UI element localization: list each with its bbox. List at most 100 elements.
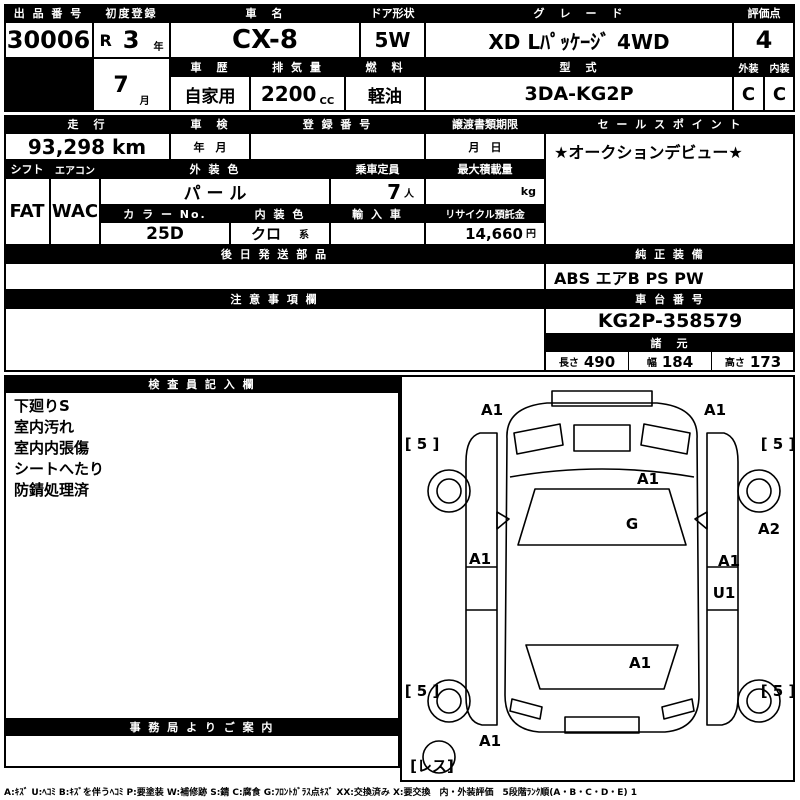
- capacity-label: 乗車定員: [330, 160, 425, 178]
- damage-marker: U1: [713, 584, 736, 602]
- front-left-wheel-inner: [436, 478, 462, 504]
- rear-left-wheel-inner: [436, 688, 462, 714]
- recycle-unit: 円: [526, 229, 536, 240]
- inspector-entry-label: 検 査 員 記 入 欄: [4, 375, 400, 393]
- later-parts-label: 後 日 発 送 部 品: [4, 245, 545, 263]
- damage-marker: A1: [718, 552, 740, 570]
- tire-marker: [ 5 ]: [405, 682, 440, 700]
- tire-marker: [ 5 ]: [761, 435, 793, 453]
- inspector-note: 防錆処理済: [14, 481, 90, 499]
- width-label: 幅: [646, 358, 657, 369]
- capacity-number: 7: [387, 179, 401, 204]
- length-label: 長さ: [558, 358, 579, 369]
- left-side-panel-outline: [465, 432, 498, 726]
- length-value: 490: [583, 352, 616, 371]
- car-name-label: 車 名: [170, 4, 360, 22]
- taillight-outlines: [509, 698, 695, 720]
- later-parts-value: [4, 263, 545, 290]
- front-right-wheel-inner: [746, 478, 772, 504]
- equipment-value: ABS エアB PS PW: [545, 263, 795, 290]
- caution-notes-value: [4, 308, 545, 372]
- history-value: 自家用: [170, 76, 250, 112]
- month-unit: 月: [139, 96, 150, 107]
- aircon-label: エアコン: [50, 160, 100, 178]
- first-registration-label: 初度登録: [93, 4, 170, 22]
- recycle-deposit-value: 14,660 円: [425, 222, 545, 245]
- import-value: [330, 222, 425, 245]
- history-label: 車 歴: [170, 58, 250, 76]
- door-shape-label: ドア形状: [360, 4, 425, 22]
- caution-notes-label: 注 意 事 項 欄: [4, 290, 545, 308]
- month-value: 7: [113, 72, 129, 98]
- registration-number-value: [250, 133, 425, 160]
- interior-grade-value: C: [764, 76, 795, 112]
- year-value: 3: [122, 26, 140, 54]
- lot-filler-cell: [4, 58, 93, 112]
- damage-marker: G: [626, 515, 638, 533]
- damage-marker: A1: [704, 401, 726, 419]
- interior-grade-label: 内装: [764, 58, 795, 76]
- height-value: 173: [749, 352, 782, 371]
- interior-color-suffix: 系: [299, 230, 309, 241]
- rear-right-wheel: [737, 679, 781, 723]
- spec-length: 長さ 490: [546, 352, 628, 371]
- exterior-grade-label: 外装: [733, 58, 764, 76]
- model-label: 型 式: [425, 58, 733, 76]
- fuel-value: 軽油: [345, 76, 425, 112]
- inspector-notes: 下廻りS 室内汚れ 室内内張傷 シートへたり 防錆処理済: [14, 396, 104, 501]
- spec-label: 諸 元: [545, 334, 795, 351]
- mirror-outlines: [496, 511, 708, 530]
- interior-color-label: 内 装 色: [230, 205, 330, 222]
- era-value: R: [99, 30, 112, 50]
- front-left-wheel: [427, 469, 471, 513]
- front-plate-outline: [551, 390, 653, 407]
- grade-label: グ レ ー ド: [425, 4, 733, 22]
- score-value: 4: [733, 22, 795, 58]
- left-headlight-outline: [513, 423, 564, 455]
- recycle-deposit-label: リサイクル預託金: [425, 205, 545, 222]
- damage-marker: A1: [479, 732, 501, 750]
- spec-height: 高さ 173: [711, 352, 794, 371]
- color-no-value: 25D: [100, 222, 230, 245]
- rear-plate-outline: [564, 716, 640, 734]
- inspector-note: シートへたり: [14, 460, 105, 478]
- capacity-unit: 人: [404, 189, 414, 200]
- displacement-unit: CC: [319, 96, 335, 107]
- inspection-value: 年 月: [170, 133, 250, 160]
- exterior-color-value: パ ー ル: [100, 178, 330, 205]
- mileage-label: 走 行: [4, 115, 170, 133]
- mileage-value: 93,298 km: [4, 133, 170, 160]
- inspector-note: 室内内張傷: [14, 439, 90, 457]
- displacement-value: 2200 CC: [250, 76, 345, 112]
- fuel-label: 燃 料: [345, 58, 425, 76]
- legend-text: A:ｷｽﾞ U:ﾍｺﾐ B:ｷｽﾞを伴うﾍｺﾐ P:要塗装 W:補修跡 S:錆 …: [4, 788, 637, 798]
- chassis-number-label: 車 台 番 号: [545, 290, 795, 308]
- tire-marker: [ 5 ]: [405, 435, 440, 453]
- model-value: 3DA-KG2P: [425, 76, 733, 112]
- payload-value: kg: [425, 178, 545, 205]
- width-value: 184: [661, 352, 694, 371]
- damage-marker: A1: [637, 470, 659, 488]
- inspector-note: 室内汚れ: [14, 418, 75, 436]
- exterior-color-label: 外 装 色: [100, 160, 330, 178]
- displacement-number: 2200: [260, 82, 317, 106]
- right-side-panel-outline: [706, 432, 739, 726]
- sales-point-label: セ ー ル ス ポ イ ン ト: [545, 115, 795, 133]
- office-info-label: 事 務 局 よ り ご 案 内: [4, 718, 400, 736]
- spec-value: 長さ 490 幅 184 高さ 173: [545, 351, 795, 372]
- damage-marker: A1: [481, 401, 503, 419]
- spare-marker: [レス]: [410, 757, 454, 775]
- spec-width: 幅 184: [628, 352, 711, 371]
- lot-number-label: 出 品 番 号: [4, 4, 93, 22]
- grille-outline: [573, 424, 631, 452]
- capacity-value: 7 人: [330, 178, 425, 205]
- rear-window-outline: [525, 644, 679, 690]
- door-shape-value: 5W: [360, 22, 425, 58]
- damage-marker: A1: [469, 550, 491, 568]
- lot-number-value: 30006: [4, 22, 93, 58]
- score-label: 評価点: [733, 4, 795, 22]
- sales-point-value: ★オークションデビュー★: [545, 133, 795, 245]
- tire-marker: [ 5 ]: [761, 682, 793, 700]
- chassis-number-value: KG2P-358579: [545, 308, 795, 334]
